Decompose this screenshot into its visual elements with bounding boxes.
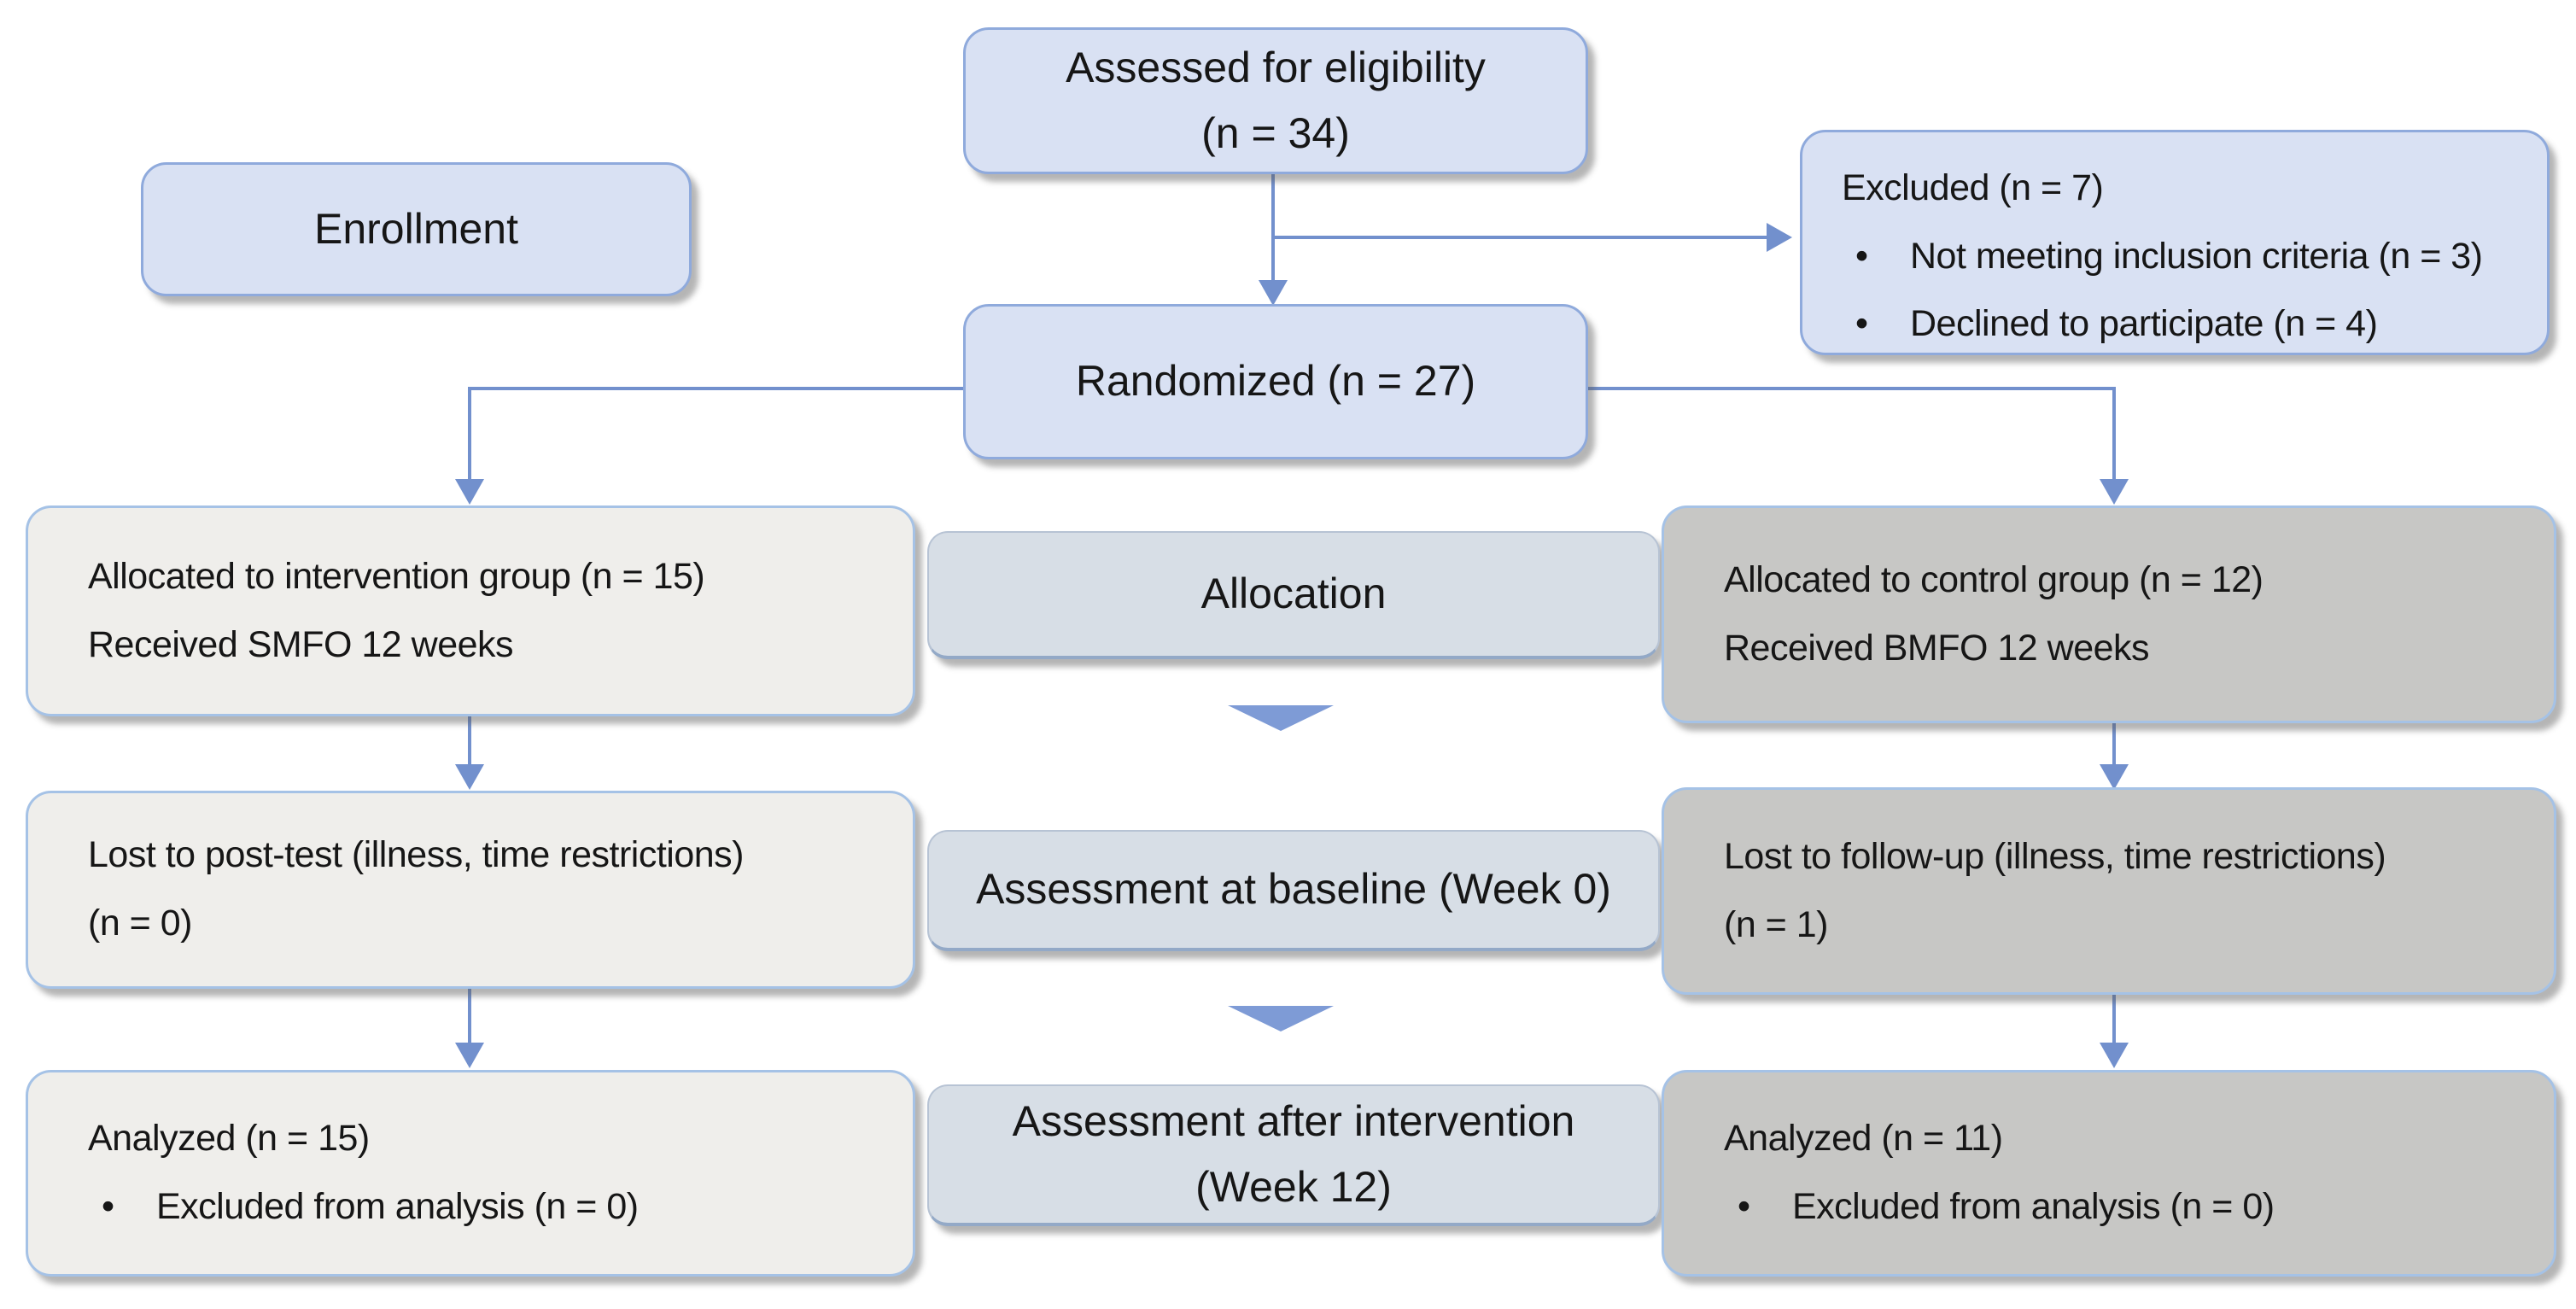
- arrowhead-into-lost-right: [2100, 764, 2129, 790]
- box-analyzed-control: Analyzed (n = 11) Excluded from analysis…: [1662, 1070, 2556, 1277]
- arrowhead-into-lost-left: [455, 764, 484, 790]
- line-control-to-lost: [2112, 722, 2116, 766]
- randomized-label: Randomized (n = 27): [1075, 357, 1476, 406]
- analyzed-control-bullets: Excluded from analysis (n = 0): [1724, 1173, 2528, 1242]
- box-analyzed-intervention: Analyzed (n = 15) Excluded from analysis…: [26, 1070, 915, 1277]
- lost-post-test-line1: Lost to post-test (illness, time restric…: [88, 834, 744, 876]
- arrowhead-into-randomized: [1259, 280, 1288, 306]
- box-lost-follow-up: Lost to follow-up (illness, time restric…: [1662, 787, 2556, 995]
- analyzed-control-bullet: Excluded from analysis (n = 0): [1724, 1173, 2528, 1242]
- excluded-title: Excluded (n = 7): [1842, 167, 2104, 208]
- analyzed-control-title: Analyzed (n = 11): [1724, 1118, 2003, 1160]
- excluded-bullet-list: Not meeting inclusion criteria (n = 3) D…: [1842, 223, 2513, 359]
- box-allocation-stage: Allocation: [927, 531, 1660, 659]
- arrowhead-into-control: [2100, 479, 2129, 505]
- chevron-down-icon: [1228, 705, 1334, 731]
- arrowhead-into-analyzed-right: [2100, 1043, 2129, 1068]
- lost-follow-up-line1: Lost to follow-up (illness, time restric…: [1724, 835, 2386, 877]
- allocated-control-line1: Allocated to control group (n = 12): [1724, 558, 2263, 600]
- line-assessed-to-randomized: [1271, 174, 1275, 282]
- line-branch-to-excluded: [1271, 236, 1767, 239]
- analyzed-intervention-bullets: Excluded from analysis (n = 0): [88, 1173, 887, 1242]
- baseline-stage-label: Assessment at baseline (Week 0): [976, 865, 1611, 914]
- allocated-control-line2: Received BMFO 12 weeks: [1724, 627, 2150, 669]
- box-post-intervention-assessment-stage: Assessment after intervention (Week 12): [927, 1084, 1660, 1226]
- line-down-to-control: [2112, 387, 2116, 481]
- excluded-bullet: Not meeting inclusion criteria (n = 3): [1842, 223, 2513, 291]
- assessed-line1: Assessed for eligibility: [1066, 43, 1486, 91]
- box-allocated-intervention: Allocated to intervention group (n = 15)…: [26, 505, 915, 716]
- box-excluded: Excluded (n = 7) Not meeting inclusion c…: [1800, 130, 2550, 358]
- chevron-down-icon: [1228, 1006, 1334, 1031]
- line-intervention-to-lost: [468, 716, 471, 766]
- lost-post-test-count: (n = 0): [88, 903, 192, 944]
- box-baseline-assessment-stage: Assessment at baseline (Week 0): [927, 830, 1660, 951]
- analyzed-intervention-title: Analyzed (n = 15): [88, 1118, 370, 1160]
- allocated-intervention-line1: Allocated to intervention group (n = 15): [88, 555, 705, 597]
- allocated-intervention-line2: Received SMFO 12 weeks: [88, 623, 514, 665]
- arrowhead-into-intervention: [455, 479, 484, 505]
- allocation-stage-label: Allocation: [1200, 570, 1387, 618]
- arrowhead-into-analyzed-left: [455, 1043, 484, 1068]
- line-lost-to-analyzed-left: [468, 989, 471, 1043]
- lost-follow-up-count: (n = 1): [1724, 903, 1828, 945]
- box-enrollment-stage: Enrollment: [141, 162, 692, 296]
- arrowhead-into-excluded: [1767, 223, 1792, 252]
- box-allocated-control: Allocated to control group (n = 12) Rece…: [1662, 505, 2556, 723]
- assessed-count: (n = 34): [1201, 109, 1350, 157]
- line-lost-to-analyzed-right: [2112, 995, 2116, 1043]
- line-randomized-to-right-column: [1586, 387, 2116, 390]
- after-stage-line2: (Week 12): [1195, 1163, 1392, 1211]
- line-down-to-intervention: [468, 387, 471, 481]
- box-lost-post-test: Lost to post-test (illness, time restric…: [26, 791, 915, 989]
- excluded-bullet: Declined to participate (n = 4): [1842, 290, 2513, 359]
- box-randomized: Randomized (n = 27): [963, 304, 1588, 459]
- enrollment-label: Enrollment: [314, 204, 518, 253]
- after-stage-line1: Assessment after intervention: [1012, 1096, 1575, 1145]
- analyzed-intervention-bullet: Excluded from analysis (n = 0): [88, 1173, 887, 1242]
- line-randomized-to-left-column: [468, 387, 963, 390]
- box-assessed-for-eligibility: Assessed for eligibility (n = 34): [963, 27, 1588, 174]
